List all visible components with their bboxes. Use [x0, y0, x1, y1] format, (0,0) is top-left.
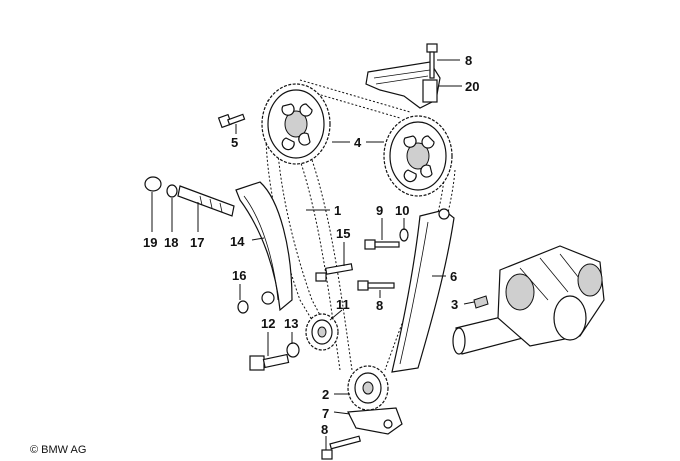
- camshaft-sprocket-right: [383, 115, 453, 197]
- woodruff-key: [473, 295, 489, 309]
- chain-guide-bracket: [365, 61, 441, 109]
- callout-6: 6: [450, 269, 457, 284]
- guide-rail: [391, 208, 455, 373]
- callout-10: 10: [395, 203, 409, 218]
- camshaft-sprocket-left: [261, 83, 331, 165]
- callout-14: 14: [230, 234, 245, 249]
- callout-labels: 8 20 5 4 1 19 18 17 14 9 10 15 6 16 8 3 …: [143, 53, 479, 437]
- callout-15: 15: [336, 226, 350, 241]
- washer-16: [237, 300, 249, 314]
- bolt-5: [217, 113, 246, 129]
- callout-8-bottom: 8: [321, 422, 328, 437]
- bracket-7: [347, 407, 403, 435]
- crankshaft: [452, 245, 605, 355]
- callout-11: 11: [336, 297, 350, 312]
- leader-lines: [151, 59, 475, 450]
- bolt-8-mid: [357, 280, 395, 291]
- callout-8-mid: 8: [376, 298, 383, 313]
- bolt-9: [364, 239, 400, 250]
- callout-12: 12: [261, 316, 275, 331]
- callout-13: 13: [284, 316, 298, 331]
- callout-8-top: 8: [465, 53, 472, 68]
- callout-5: 5: [231, 135, 238, 150]
- callout-9: 9: [376, 203, 383, 218]
- bolt-top: [426, 43, 438, 79]
- idler-sprocket: [305, 313, 339, 351]
- callout-1: 1: [334, 203, 341, 218]
- tensioner-assembly: [144, 176, 235, 217]
- washer-10: [399, 228, 409, 242]
- callout-17: 17: [190, 235, 204, 250]
- callout-20: 20: [465, 79, 479, 94]
- bolt-8-bottom: [321, 435, 362, 460]
- callout-7: 7: [322, 406, 329, 421]
- copyright-text: © BMW AG: [30, 444, 87, 456]
- callout-3: 3: [451, 297, 458, 312]
- callout-16: 16: [232, 268, 246, 283]
- bolt-15: [315, 263, 354, 282]
- washer-13: [286, 342, 300, 358]
- bolt-12: [249, 353, 290, 371]
- callout-19: 19: [143, 235, 157, 250]
- callout-2: 2: [322, 387, 329, 402]
- callout-4: 4: [354, 135, 362, 150]
- callout-18: 18: [164, 235, 178, 250]
- crankshaft-sprocket: [347, 365, 389, 411]
- tensioner-rail: [235, 181, 293, 312]
